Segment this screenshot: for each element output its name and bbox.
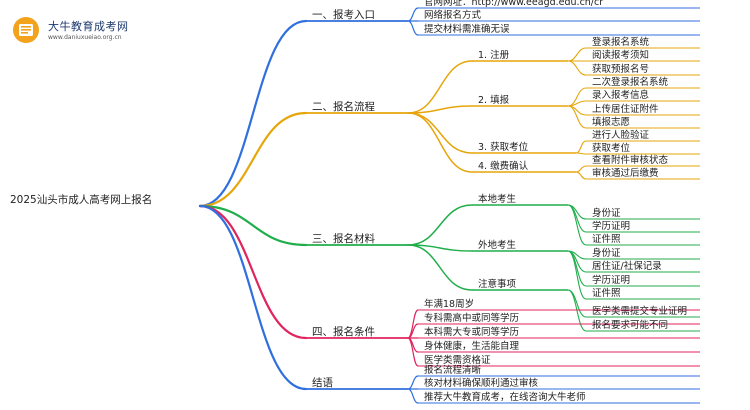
leaf-label: 身份证 xyxy=(592,207,621,219)
sub-branch-label: 4. 缴费确认 xyxy=(478,160,529,172)
leaf-connector xyxy=(567,250,587,287)
leaf-connector xyxy=(575,152,587,155)
logo-subtitle: www.daniuxueiao.org.cn xyxy=(48,34,122,41)
leaf-connector xyxy=(407,20,419,36)
leaf-label: 上传居住证附件 xyxy=(592,103,659,115)
sub-branch-connector xyxy=(407,112,473,173)
leaf-connector xyxy=(407,7,419,22)
leaf-label: 报名要求可能不同 xyxy=(592,319,668,331)
leaf-label: 证件照 xyxy=(592,287,621,299)
leaf-label: 审核通过后缴费 xyxy=(592,167,659,179)
branch-connector xyxy=(198,19,308,208)
leaf-label: 官网网址：http://www.eeagd.edu.cn/cr xyxy=(424,0,603,8)
sub-branch-connector xyxy=(407,244,473,291)
leaf-label: 进行人脸验证 xyxy=(592,129,650,141)
logo-title: 大牛教育成考网 xyxy=(48,20,129,33)
sub-branch-connector xyxy=(407,244,473,252)
leaf-label: 身份证 xyxy=(592,247,621,259)
leaf-label: 报名流程清晰 xyxy=(424,364,482,376)
branch-label: 三、报名材料 xyxy=(312,232,375,245)
leaf-connector xyxy=(575,140,587,154)
branch-label: 四、报名条件 xyxy=(312,325,375,338)
leaf-label: 居住证/社保记录 xyxy=(592,260,662,272)
leaf-connector xyxy=(567,60,587,76)
leaf-label: 医学类需资格证 xyxy=(424,354,491,366)
leaf-label: 获取预报名号 xyxy=(592,63,649,75)
leaf-connector xyxy=(575,171,587,180)
leaf-label: 二次登录报名系统 xyxy=(592,76,669,88)
leaf-label: 填报志愿 xyxy=(592,116,630,128)
leaf-label: 证件照 xyxy=(592,233,621,245)
branch-connector xyxy=(198,111,308,208)
leaf-connector xyxy=(567,100,587,107)
leaf-label: 查看附件审核状态 xyxy=(592,154,669,166)
branch-connector xyxy=(198,204,308,391)
leaf-label: 学历证明 xyxy=(592,274,630,286)
branch-label: 结语 xyxy=(312,376,333,389)
leaf-label: 网络报名方式 xyxy=(424,9,482,21)
leaf-connector xyxy=(567,47,587,62)
branch-connector xyxy=(198,204,308,340)
sub-branch-label: 2. 填报 xyxy=(478,94,510,106)
sub-branch-connector xyxy=(407,112,473,154)
leaf-label: 医学类需提交专业证明 xyxy=(592,305,687,317)
leaf-label: 身体健康，生活能自理 xyxy=(424,340,520,352)
leaf-label: 年满18周岁 xyxy=(424,298,474,310)
leaf-label: 阅读报考须知 xyxy=(592,49,649,61)
sub-branch-label: 3. 获取考位 xyxy=(478,141,529,153)
sub-branch-label: 1. 注册 xyxy=(478,49,510,61)
sub-branch-label: 注意事项 xyxy=(478,278,517,290)
leaf-label: 提交材料需准确无误 xyxy=(424,23,510,35)
sub-branch-connector xyxy=(407,105,473,114)
site-logo: 大牛教育成考网 www.daniuxueiao.org.cn xyxy=(12,14,132,50)
leaf-label: 登录报名系统 xyxy=(592,36,650,48)
leaf-label: 录入报考信息 xyxy=(592,89,649,101)
leaf-label: 获取考位 xyxy=(592,142,631,154)
sub-branch-label: 本地考生 xyxy=(478,193,517,205)
leaf-label: 本科需大专或同等学历 xyxy=(424,326,519,338)
leaf-label: 核对材料确保顺利通过审核 xyxy=(424,377,539,389)
leaf-label: 推荐大牛教育成考，在线咨询大牛老师 xyxy=(424,391,586,403)
leaf-connector xyxy=(407,388,419,404)
leaf-connector xyxy=(407,375,419,390)
leaf-label: 专科需高中或同等学历 xyxy=(424,312,519,324)
root-node-label: 2025汕头市成人高考网上报名 xyxy=(10,193,152,206)
leaf-connector xyxy=(407,337,419,367)
sub-branch-connector xyxy=(407,204,473,246)
leaf-connector xyxy=(567,250,587,300)
sub-branch-connector xyxy=(407,60,473,114)
logo-book-icon xyxy=(13,17,39,43)
branch-connector xyxy=(198,204,308,247)
branch-label: 一、报考入口 xyxy=(312,8,375,21)
leaf-label: 学历证明 xyxy=(592,220,630,232)
sub-branch-label: 外地考生 xyxy=(478,239,517,251)
branch-label: 二、报名流程 xyxy=(312,100,375,113)
leaf-connector xyxy=(567,204,587,246)
leaf-connector xyxy=(567,105,587,129)
leaf-connector xyxy=(575,165,587,173)
